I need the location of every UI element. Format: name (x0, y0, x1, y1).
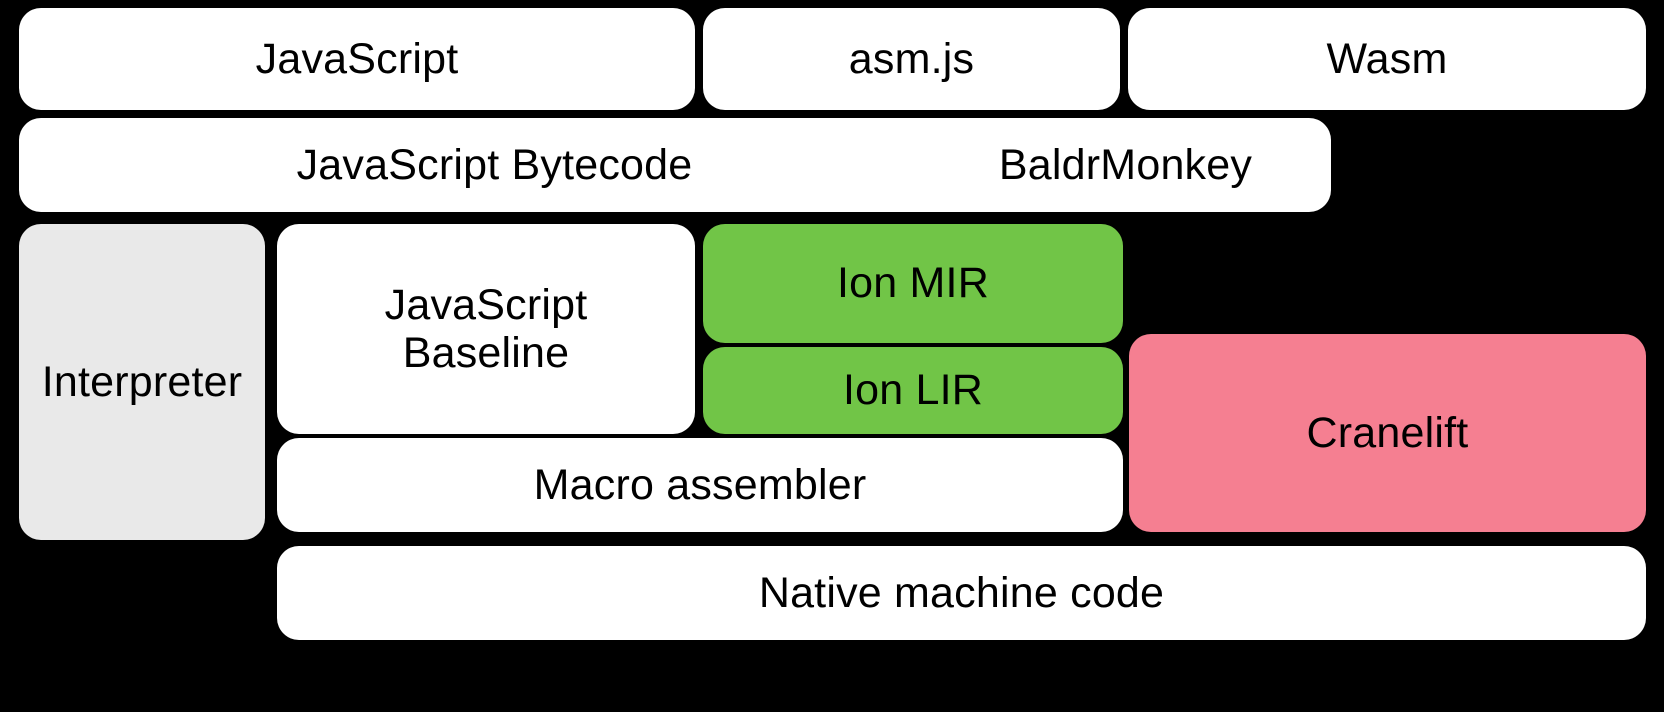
node-label: Cranelift (1306, 408, 1469, 457)
node-javascript-bytecode[interactable]: JavaScript Bytecode (19, 118, 970, 212)
node-javascript[interactable]: JavaScript (19, 8, 695, 110)
node-javascript-baseline[interactable]: JavaScript Baseline (277, 224, 695, 434)
node-baldrmonkey[interactable]: BaldrMonkey (920, 118, 1331, 212)
node-wasm[interactable]: Wasm (1128, 8, 1646, 110)
node-label: JavaScript Baseline (384, 280, 588, 377)
node-label: Ion LIR (842, 366, 984, 415)
node-label: JavaScript (255, 34, 459, 83)
node-label: JavaScript Bytecode (296, 140, 693, 189)
node-macro-assembler[interactable]: Macro assembler (277, 438, 1123, 532)
node-interpreter[interactable]: Interpreter (19, 224, 265, 540)
node-label: asm.js (848, 34, 975, 83)
node-label: BaldrMonkey (998, 140, 1253, 189)
node-label: Wasm (1326, 34, 1448, 83)
node-ion-mir[interactable]: Ion MIR (703, 224, 1123, 343)
node-asm-js[interactable]: asm.js (703, 8, 1120, 110)
node-cranelift[interactable]: Cranelift (1129, 334, 1646, 532)
node-native-machine-code[interactable]: Native machine code (277, 546, 1646, 640)
node-label: Native machine code (758, 568, 1165, 617)
node-label: Ion MIR (837, 259, 989, 308)
node-ion-lir[interactable]: Ion LIR (703, 347, 1123, 434)
node-label: Macro assembler (533, 460, 867, 509)
node-label: Interpreter (41, 357, 243, 406)
